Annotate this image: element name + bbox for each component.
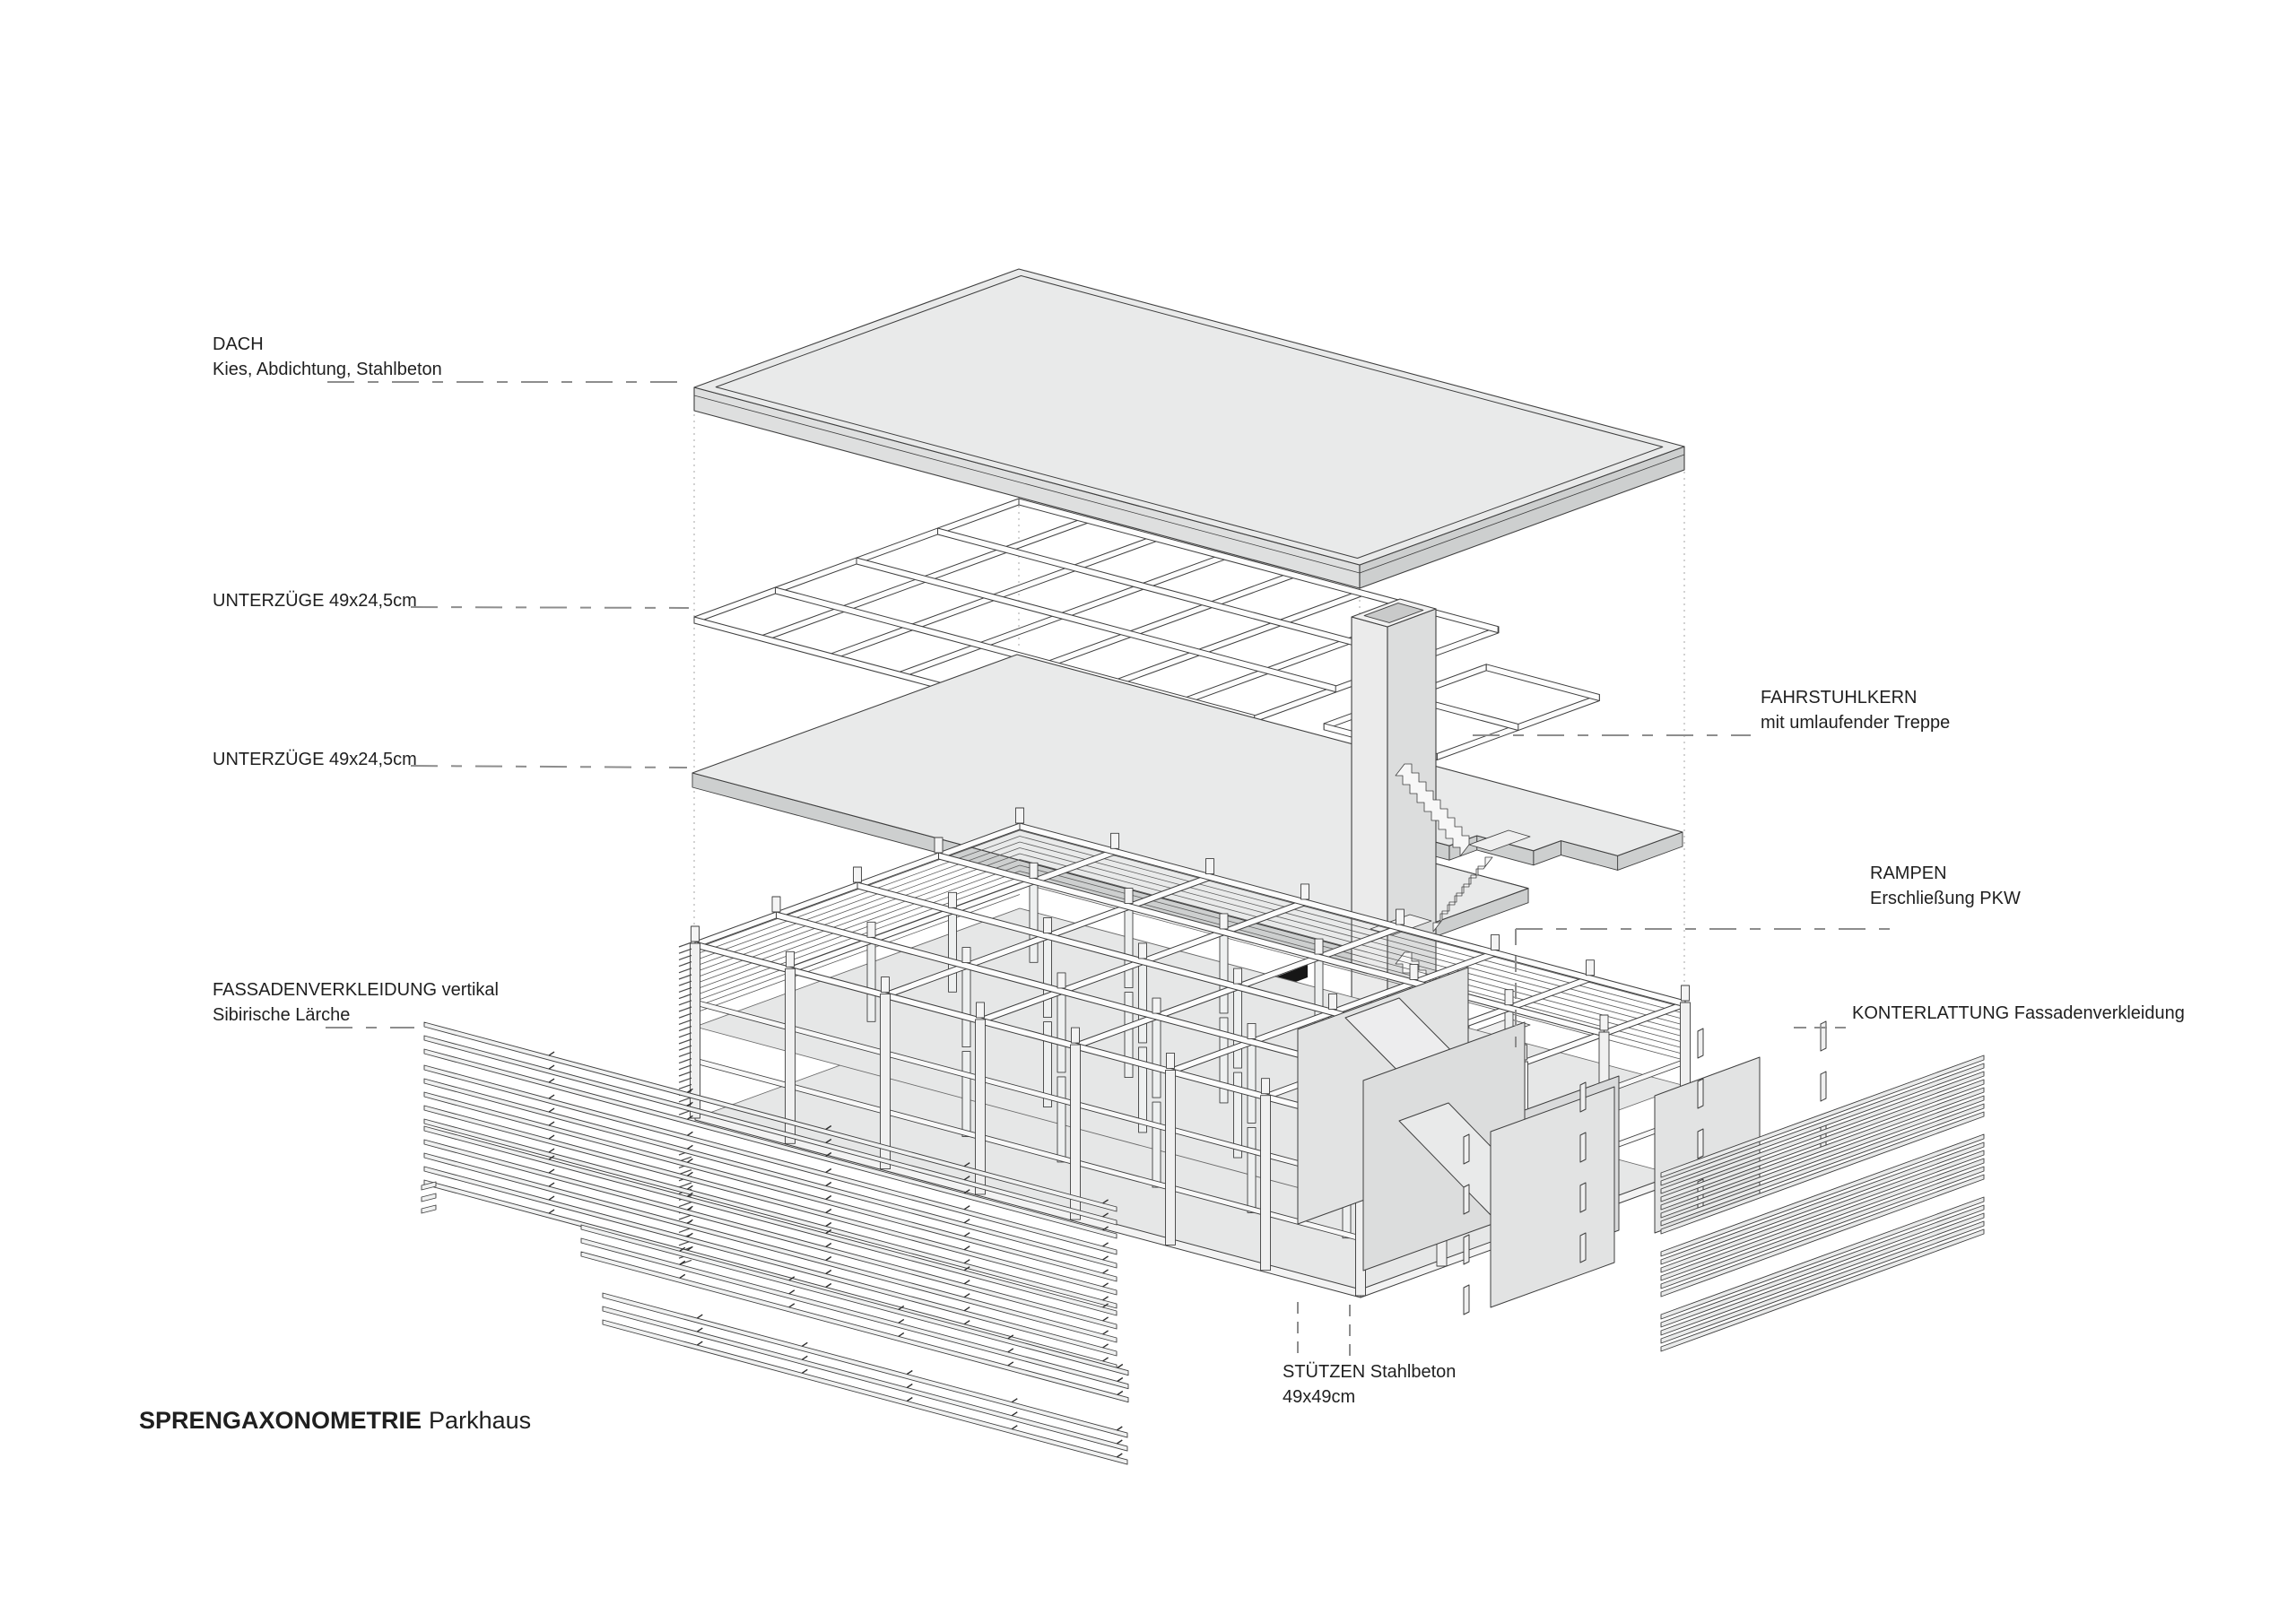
label-rampen: RAMPEN Erschließung PKW: [1870, 864, 2021, 908]
label-konterlattung: KONTERLATTUNG Fassadenverkleidung: [1852, 1003, 2185, 1023]
leader-lines: [326, 381, 1903, 1361]
floor-slab-layer: [691, 654, 1683, 966]
label-fassadenverkleidung: FASSADENVERKLEIDUNG vertikal Sibirische …: [213, 980, 499, 1025]
drawing-title-sub: Parkhaus: [429, 1407, 532, 1434]
label-unterzuege-oben: UNTERZÜGE 49x24,5cm: [213, 591, 417, 611]
roof-slab: [693, 268, 1685, 589]
facade-slat-bundles: [421, 1021, 1129, 1465]
label-dach: DACH Kies, Abdichtung, Stahlbeton: [213, 334, 442, 379]
label-stuetzen: STÜTZEN Stahlbeton 49x49cm: [1283, 1362, 1457, 1407]
label-fahrstuhlkern: FAHRSTUHLKERN mit umlaufender Treppe: [1761, 688, 1951, 733]
drawing-title-main: SPRENGAXONOMETRIE: [139, 1407, 422, 1434]
drawing-title: SPRENGAXONOMETRIE Parkhaus: [139, 1406, 531, 1435]
right-facade-panel: [1660, 1055, 1985, 1352]
label-unterzuege-unten: UNTERZÜGE 49x24,5cm: [213, 750, 417, 769]
